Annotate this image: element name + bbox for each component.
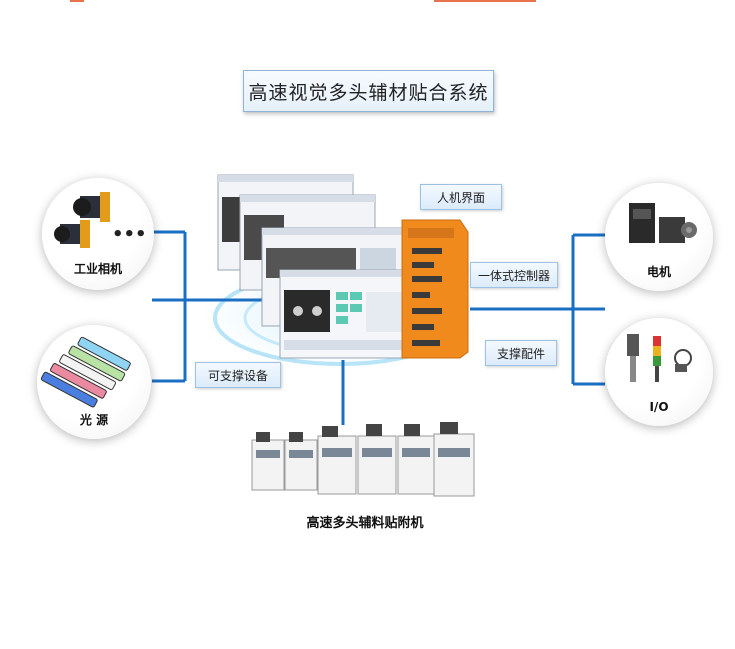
light-bar-icon bbox=[40, 336, 131, 408]
controller-unit bbox=[401, 219, 469, 359]
machine-5 bbox=[397, 424, 435, 495]
camera-icon bbox=[54, 192, 110, 248]
devices-label: 可支撑设备 bbox=[195, 362, 281, 388]
hmi-screen-4 bbox=[279, 269, 413, 359]
top-accent-left bbox=[70, 0, 84, 2]
machine-4 bbox=[357, 424, 397, 495]
diagram-title: 高速视觉多头辅材贴合系统 bbox=[243, 70, 494, 112]
motor-icon bbox=[629, 203, 697, 243]
camera-more-dots: ••• bbox=[112, 224, 147, 245]
placement-machines bbox=[251, 422, 475, 497]
machine-1 bbox=[251, 432, 285, 491]
machine-3 bbox=[317, 426, 357, 495]
io-label: I/O bbox=[649, 400, 669, 414]
light-label: 光 源 bbox=[79, 413, 109, 427]
accessories-label: 支撑配件 bbox=[485, 340, 557, 366]
hmi-label: 人机界面 bbox=[420, 184, 502, 210]
machine-6 bbox=[433, 422, 475, 497]
io-circle: I/O bbox=[605, 318, 713, 426]
camera-label: 工业相机 bbox=[73, 262, 122, 276]
machine-2 bbox=[284, 432, 318, 491]
light-circle: 光 源 bbox=[37, 325, 151, 439]
camera-circle: ••• 工业相机 bbox=[42, 178, 154, 290]
io-devices-icon bbox=[627, 334, 692, 382]
motor-circle: 电机 bbox=[605, 183, 713, 291]
motor-label: 电机 bbox=[646, 265, 671, 279]
right-connector bbox=[470, 233, 605, 386]
left-connector bbox=[152, 230, 270, 383]
top-accent-right bbox=[434, 0, 536, 2]
controller-label: 一体式控制器 bbox=[470, 262, 558, 288]
machine-caption: 高速多头辅料贴附机 bbox=[306, 516, 424, 531]
